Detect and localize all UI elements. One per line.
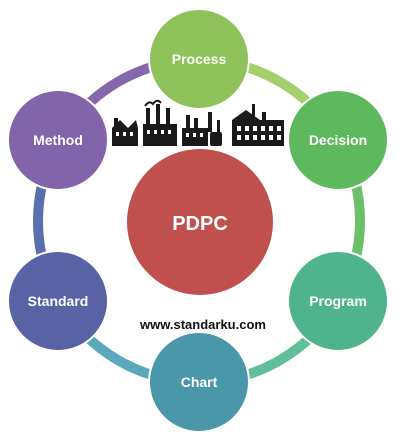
node-label-chart: Chart <box>181 374 218 390</box>
node-chart: Chart <box>148 331 250 433</box>
node-decision: Decision <box>287 89 389 191</box>
node-label-program: Program <box>309 293 367 309</box>
node-label-method: Method <box>33 132 83 148</box>
website-label: www.standarku.com <box>139 317 266 332</box>
factory-skyline-icon <box>112 99 284 146</box>
node-standard: Standard <box>7 250 109 352</box>
center-label: PDPC <box>172 213 228 235</box>
node-label-decision: Decision <box>309 132 367 148</box>
node-program: Program <box>287 250 389 352</box>
node-method: Method <box>7 89 109 191</box>
node-label-process: Process <box>172 51 227 67</box>
node-label-standard: Standard <box>28 293 89 309</box>
node-process: Process <box>148 8 250 110</box>
center-node: PDPC <box>125 147 275 297</box>
